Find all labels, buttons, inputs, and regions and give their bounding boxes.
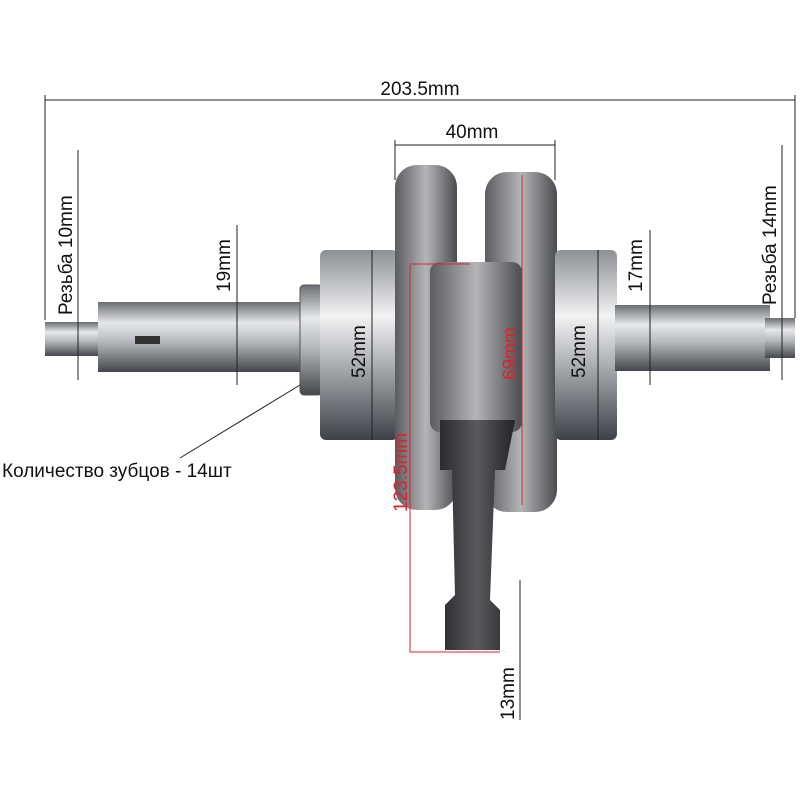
web-width-label: 40mm — [446, 122, 499, 143]
left-bearing-label: 52mm — [349, 325, 370, 378]
red-dimension-lines — [409, 175, 523, 653]
right-thread-label: Резьба 14mm — [760, 185, 781, 305]
crankshaft — [45, 165, 795, 650]
right-bearing-label: 52mm — [569, 325, 590, 378]
dimension-lines — [44, 95, 796, 720]
crank-pin — [430, 262, 522, 432]
left-shaft — [98, 302, 308, 372]
right-shaft — [615, 305, 770, 371]
right-bearing — [555, 250, 617, 440]
right-thread — [765, 318, 795, 358]
left-thread-label: Резьба 10mm — [56, 195, 77, 315]
left-bearing — [320, 250, 398, 440]
crank-throw-label: 69mm — [500, 327, 521, 380]
keyway — [135, 336, 160, 344]
small-end-label: 13mm — [498, 667, 519, 720]
rod-length-label: 123.5mm — [391, 433, 412, 512]
right-shaft-diameter-label: 17mm — [626, 239, 647, 292]
overall-length-label: 203.5mm — [380, 79, 459, 100]
connecting-rod — [440, 420, 515, 650]
left-shaft-diameter-label: 19mm — [214, 239, 235, 292]
sprocket-teeth-label: Количество зубцов - 14шт — [2, 461, 232, 482]
left-thread — [45, 322, 100, 356]
sprocket — [299, 284, 323, 396]
